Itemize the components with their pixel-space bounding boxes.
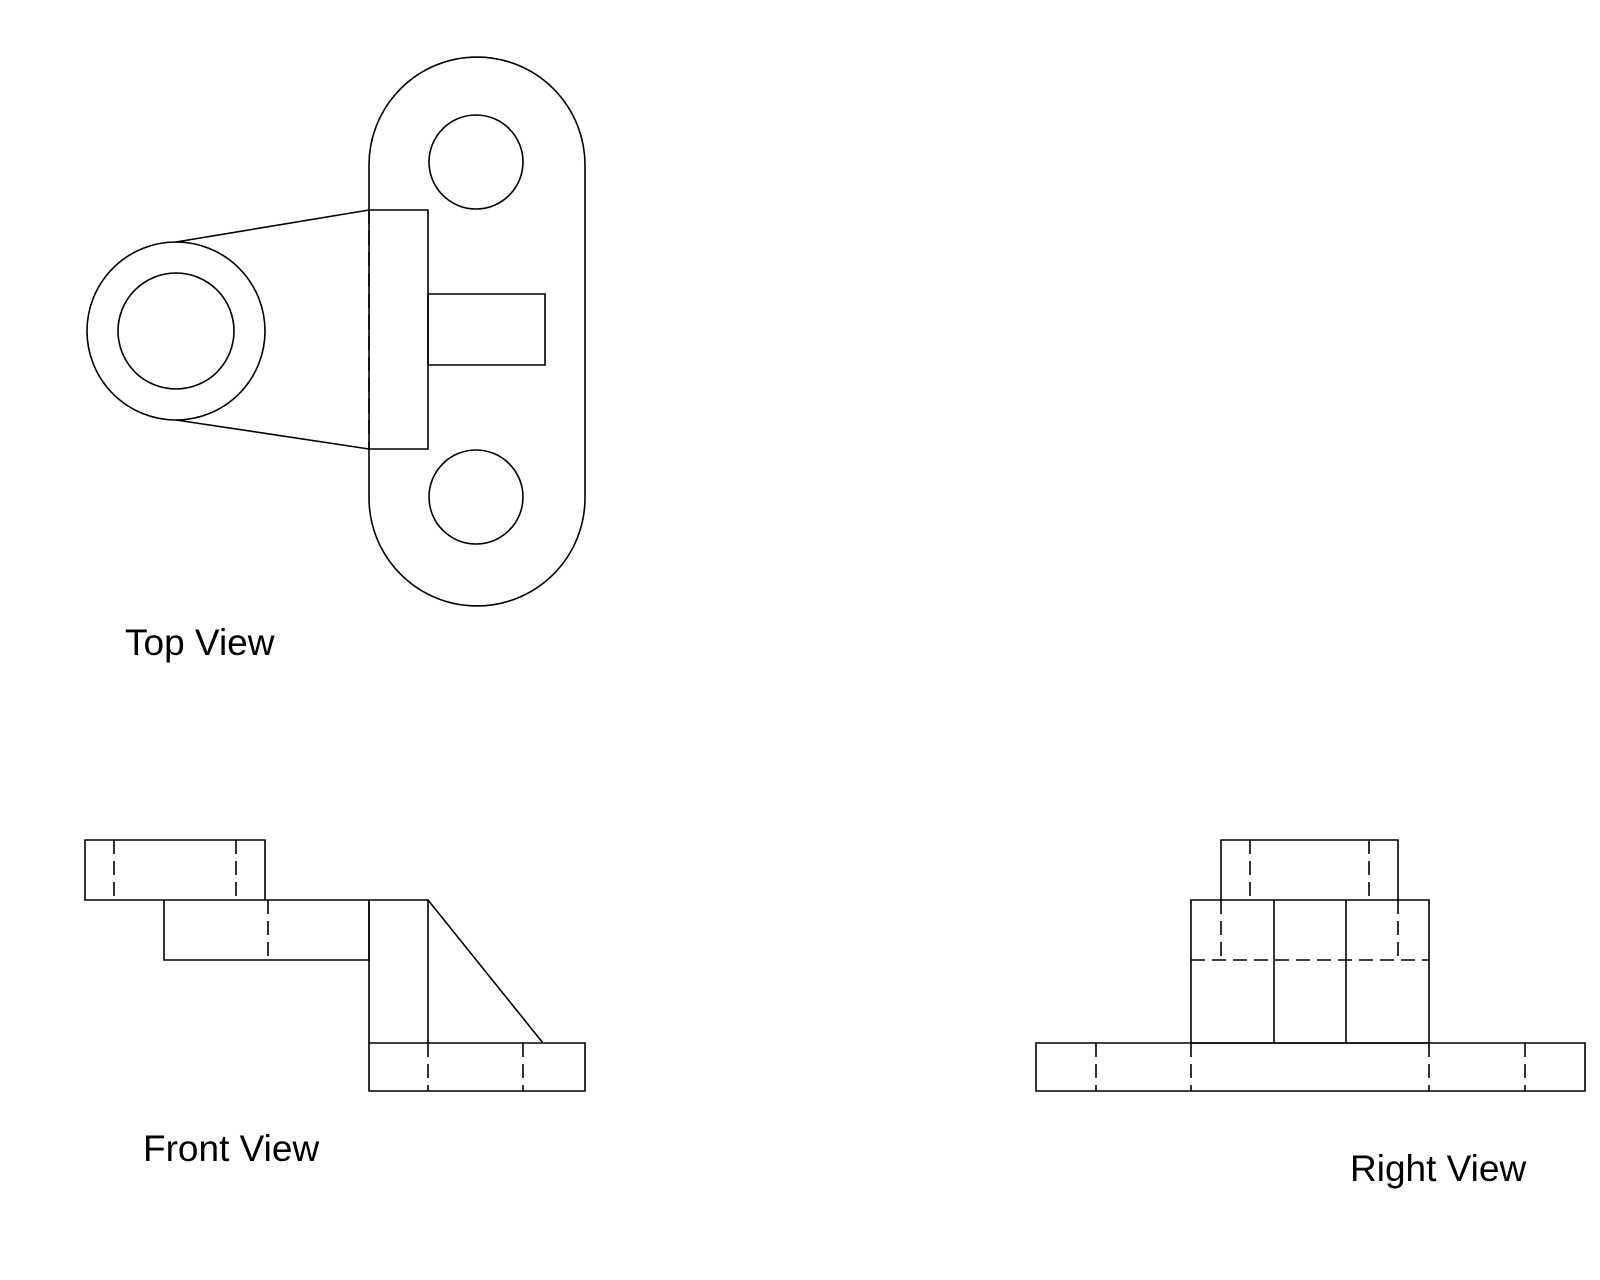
vertical-block-front xyxy=(369,900,428,1043)
front-view-label: Front View xyxy=(143,1128,320,1169)
boss-right xyxy=(1221,840,1398,900)
boss-outer xyxy=(87,242,265,420)
base-plate-right xyxy=(1036,1043,1585,1091)
arm-block-outline xyxy=(369,210,428,449)
top-view-label: Top View xyxy=(125,622,275,663)
base-plate-outline xyxy=(369,57,585,606)
arm-front xyxy=(164,900,369,960)
block-right xyxy=(1191,900,1429,1043)
top-view xyxy=(87,57,585,606)
right-view xyxy=(1036,840,1585,1091)
boss-front xyxy=(85,840,265,900)
upper-mounting-hole xyxy=(429,115,523,209)
base-plate-front xyxy=(369,1043,585,1091)
rib-top xyxy=(428,294,545,365)
lower-mounting-hole xyxy=(429,450,523,544)
rib-slope xyxy=(428,900,543,1043)
right-view-label: Right View xyxy=(1350,1148,1527,1189)
front-view xyxy=(85,840,585,1091)
lower-tangent-edge xyxy=(176,420,369,449)
upper-tangent-edge xyxy=(176,210,369,242)
boss-inner xyxy=(118,273,234,389)
